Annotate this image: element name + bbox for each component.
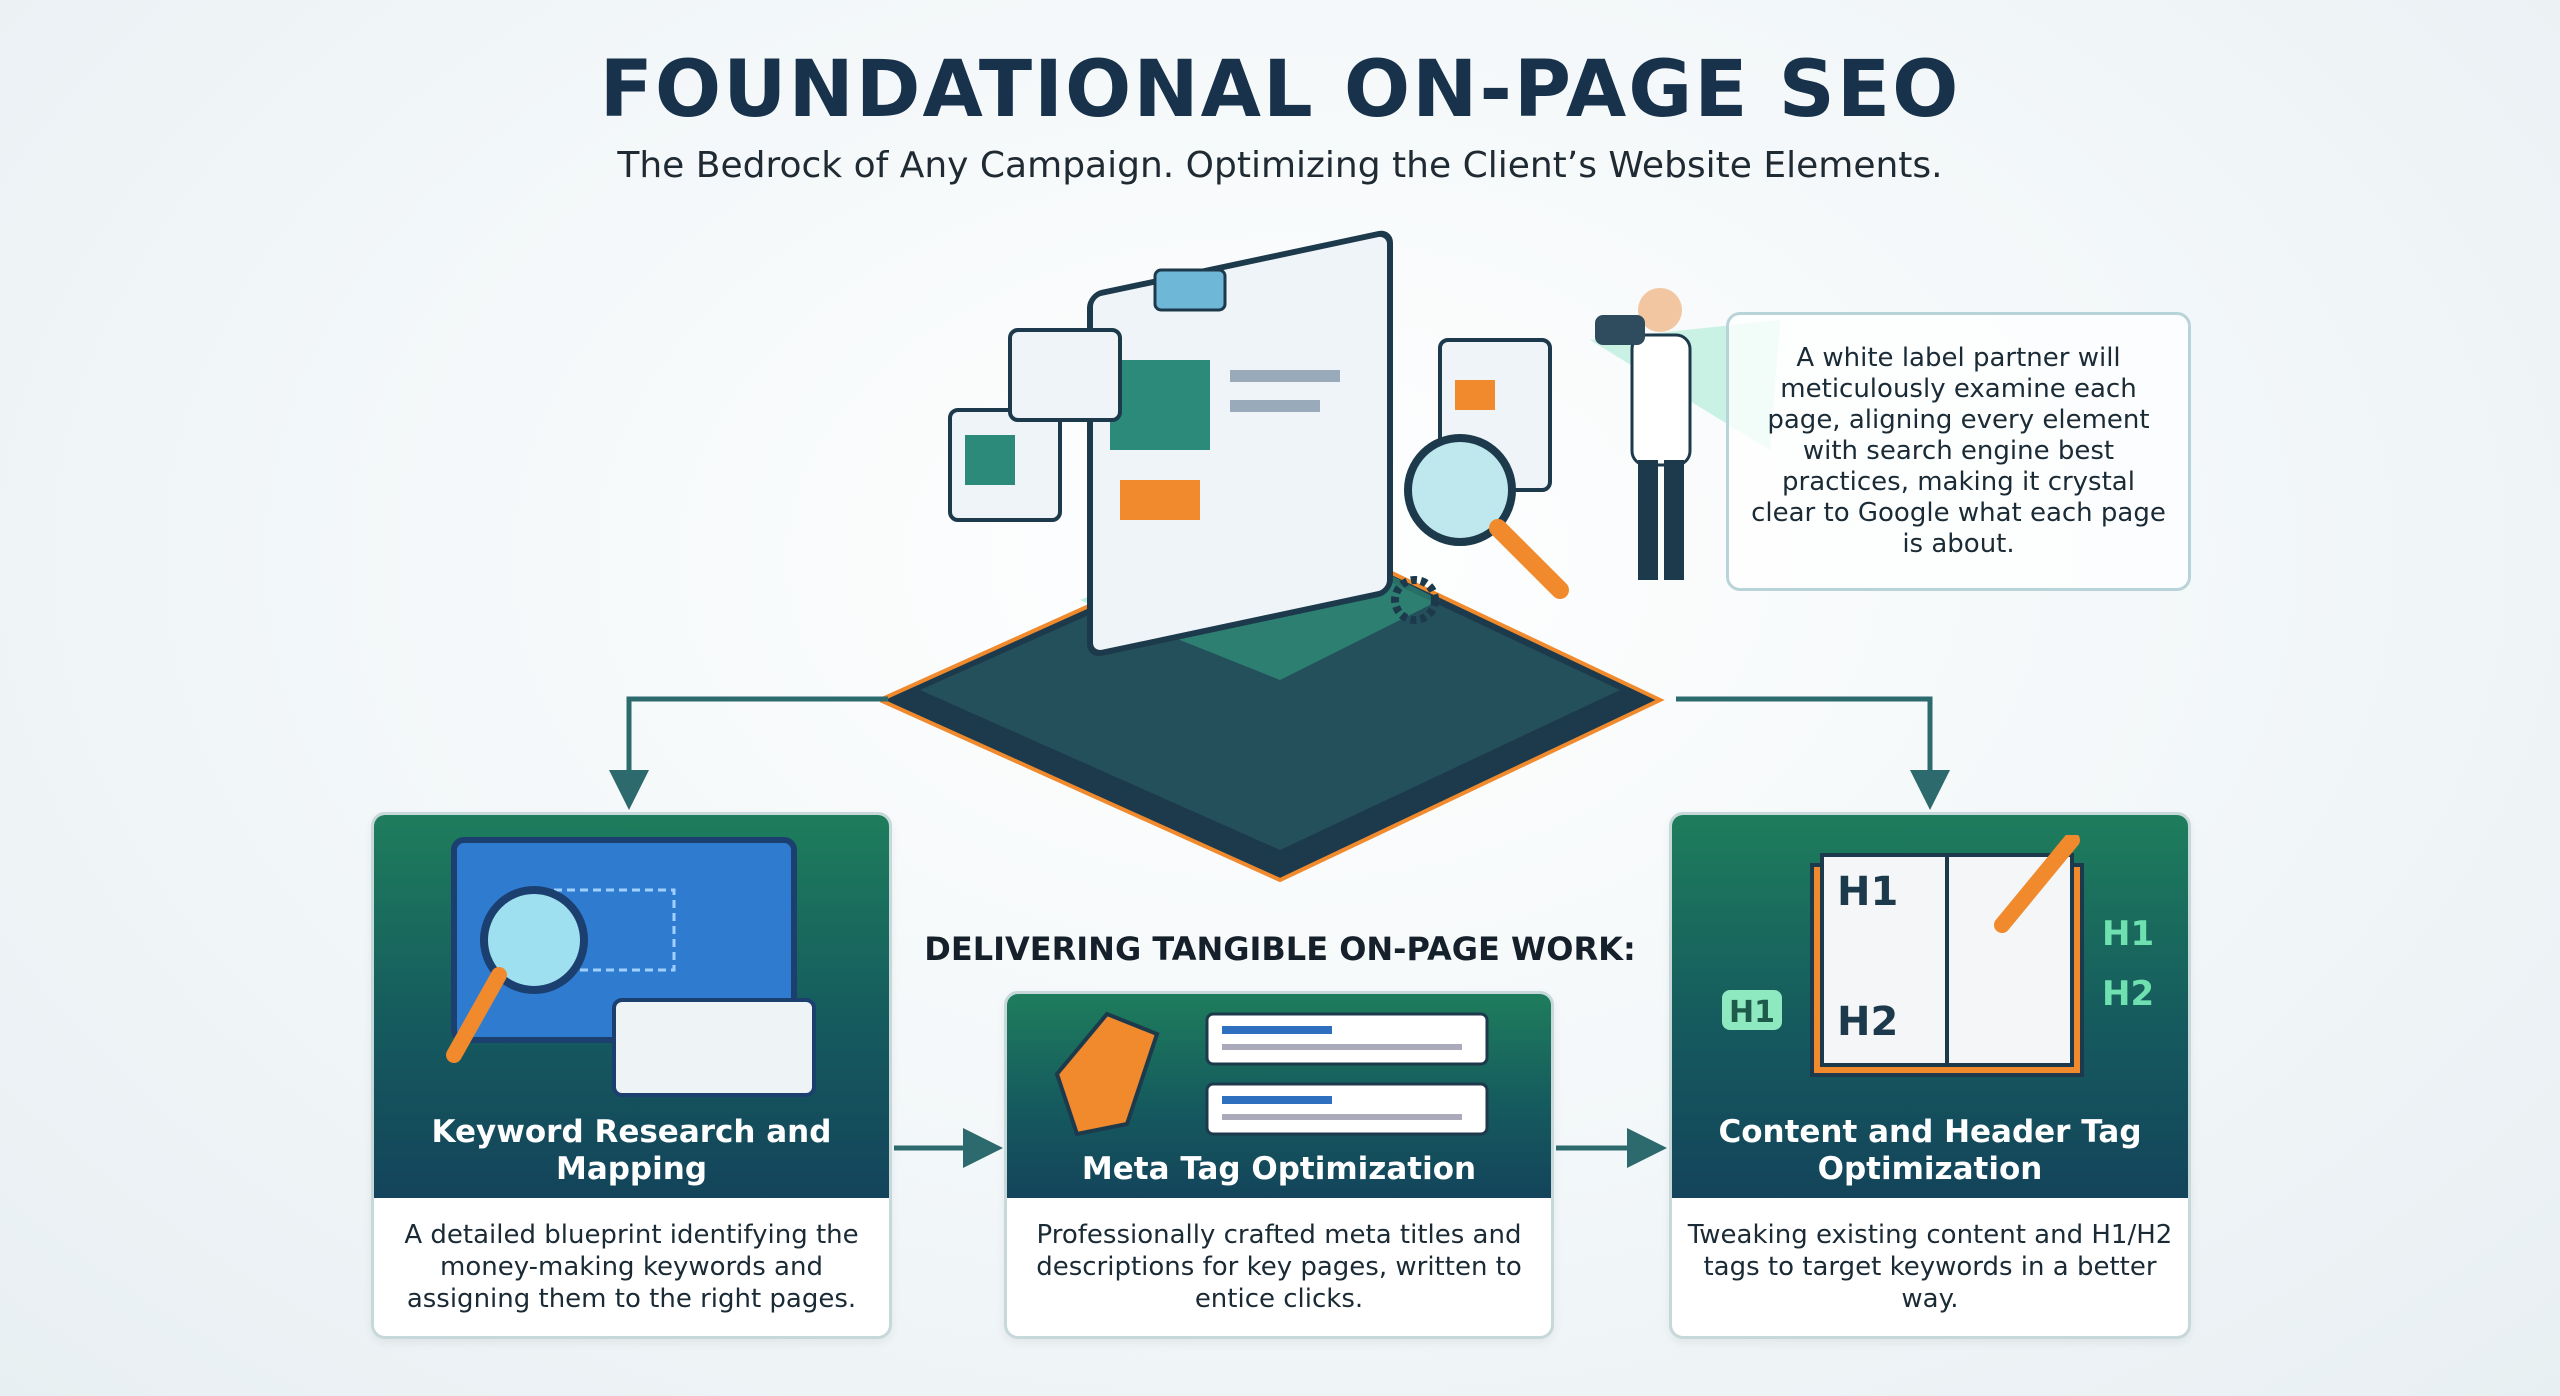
open-book-pencil-icon: H1 H2 H1 H1 H2 <box>1722 835 2154 1077</box>
card-description: A detailed blueprint identifying the mon… <box>404 1220 859 1314</box>
blueprint-keyboard-icon <box>446 837 816 1097</box>
callout-text: A white label partner will meticulously … <box>1751 343 2166 559</box>
h2-label: H2 <box>1837 999 1898 1045</box>
analyst-person-icon <box>1595 288 1692 580</box>
price-tag-snippet-icon <box>1054 1011 1489 1137</box>
card-keyword-research: Keyword Research and Mapping A detailed … <box>371 812 892 1339</box>
card-title: Meta Tag Optimization <box>1081 1151 1477 1187</box>
card-description: Tweaking existing content and H1/H2 tags… <box>1687 1220 2173 1314</box>
card-description: Professionally crafted meta titles and d… <box>1036 1220 1522 1314</box>
browser-window-icon <box>1087 230 1393 657</box>
arrow-left-branch <box>609 696 888 810</box>
h2-side-label: H2 <box>2102 974 2154 1014</box>
callout-box: A white label partner will meticulously … <box>1726 312 2191 591</box>
card-title: Keyword Research and Mapping <box>431 1114 832 1187</box>
card-content-header: H1 H2 H1 H1 H2 Content and Header Tag Op… <box>1669 812 2191 1339</box>
h1-label: H1 <box>1837 869 1898 915</box>
page-title: FOUNDATIONAL ON-PAGE SEO <box>599 45 1961 135</box>
magnifying-glass-icon <box>1404 434 1569 599</box>
card-meta-tag: Meta Tag Optimization Professionally cra… <box>1004 991 1554 1339</box>
page-subtitle: The Bedrock of Any Campaign. Optimizing … <box>617 145 1943 186</box>
arrow-right-branch <box>1676 696 1950 810</box>
h1-side-label: H1 <box>2102 914 2154 954</box>
gear-icon <box>1391 576 1439 624</box>
h1-badge: H1 <box>1729 995 1775 1030</box>
card-title: Content and Header Tag Optimization <box>1718 1114 2142 1187</box>
section-label: DELIVERING TANGIBLE ON-PAGE WORK: <box>924 930 1636 968</box>
